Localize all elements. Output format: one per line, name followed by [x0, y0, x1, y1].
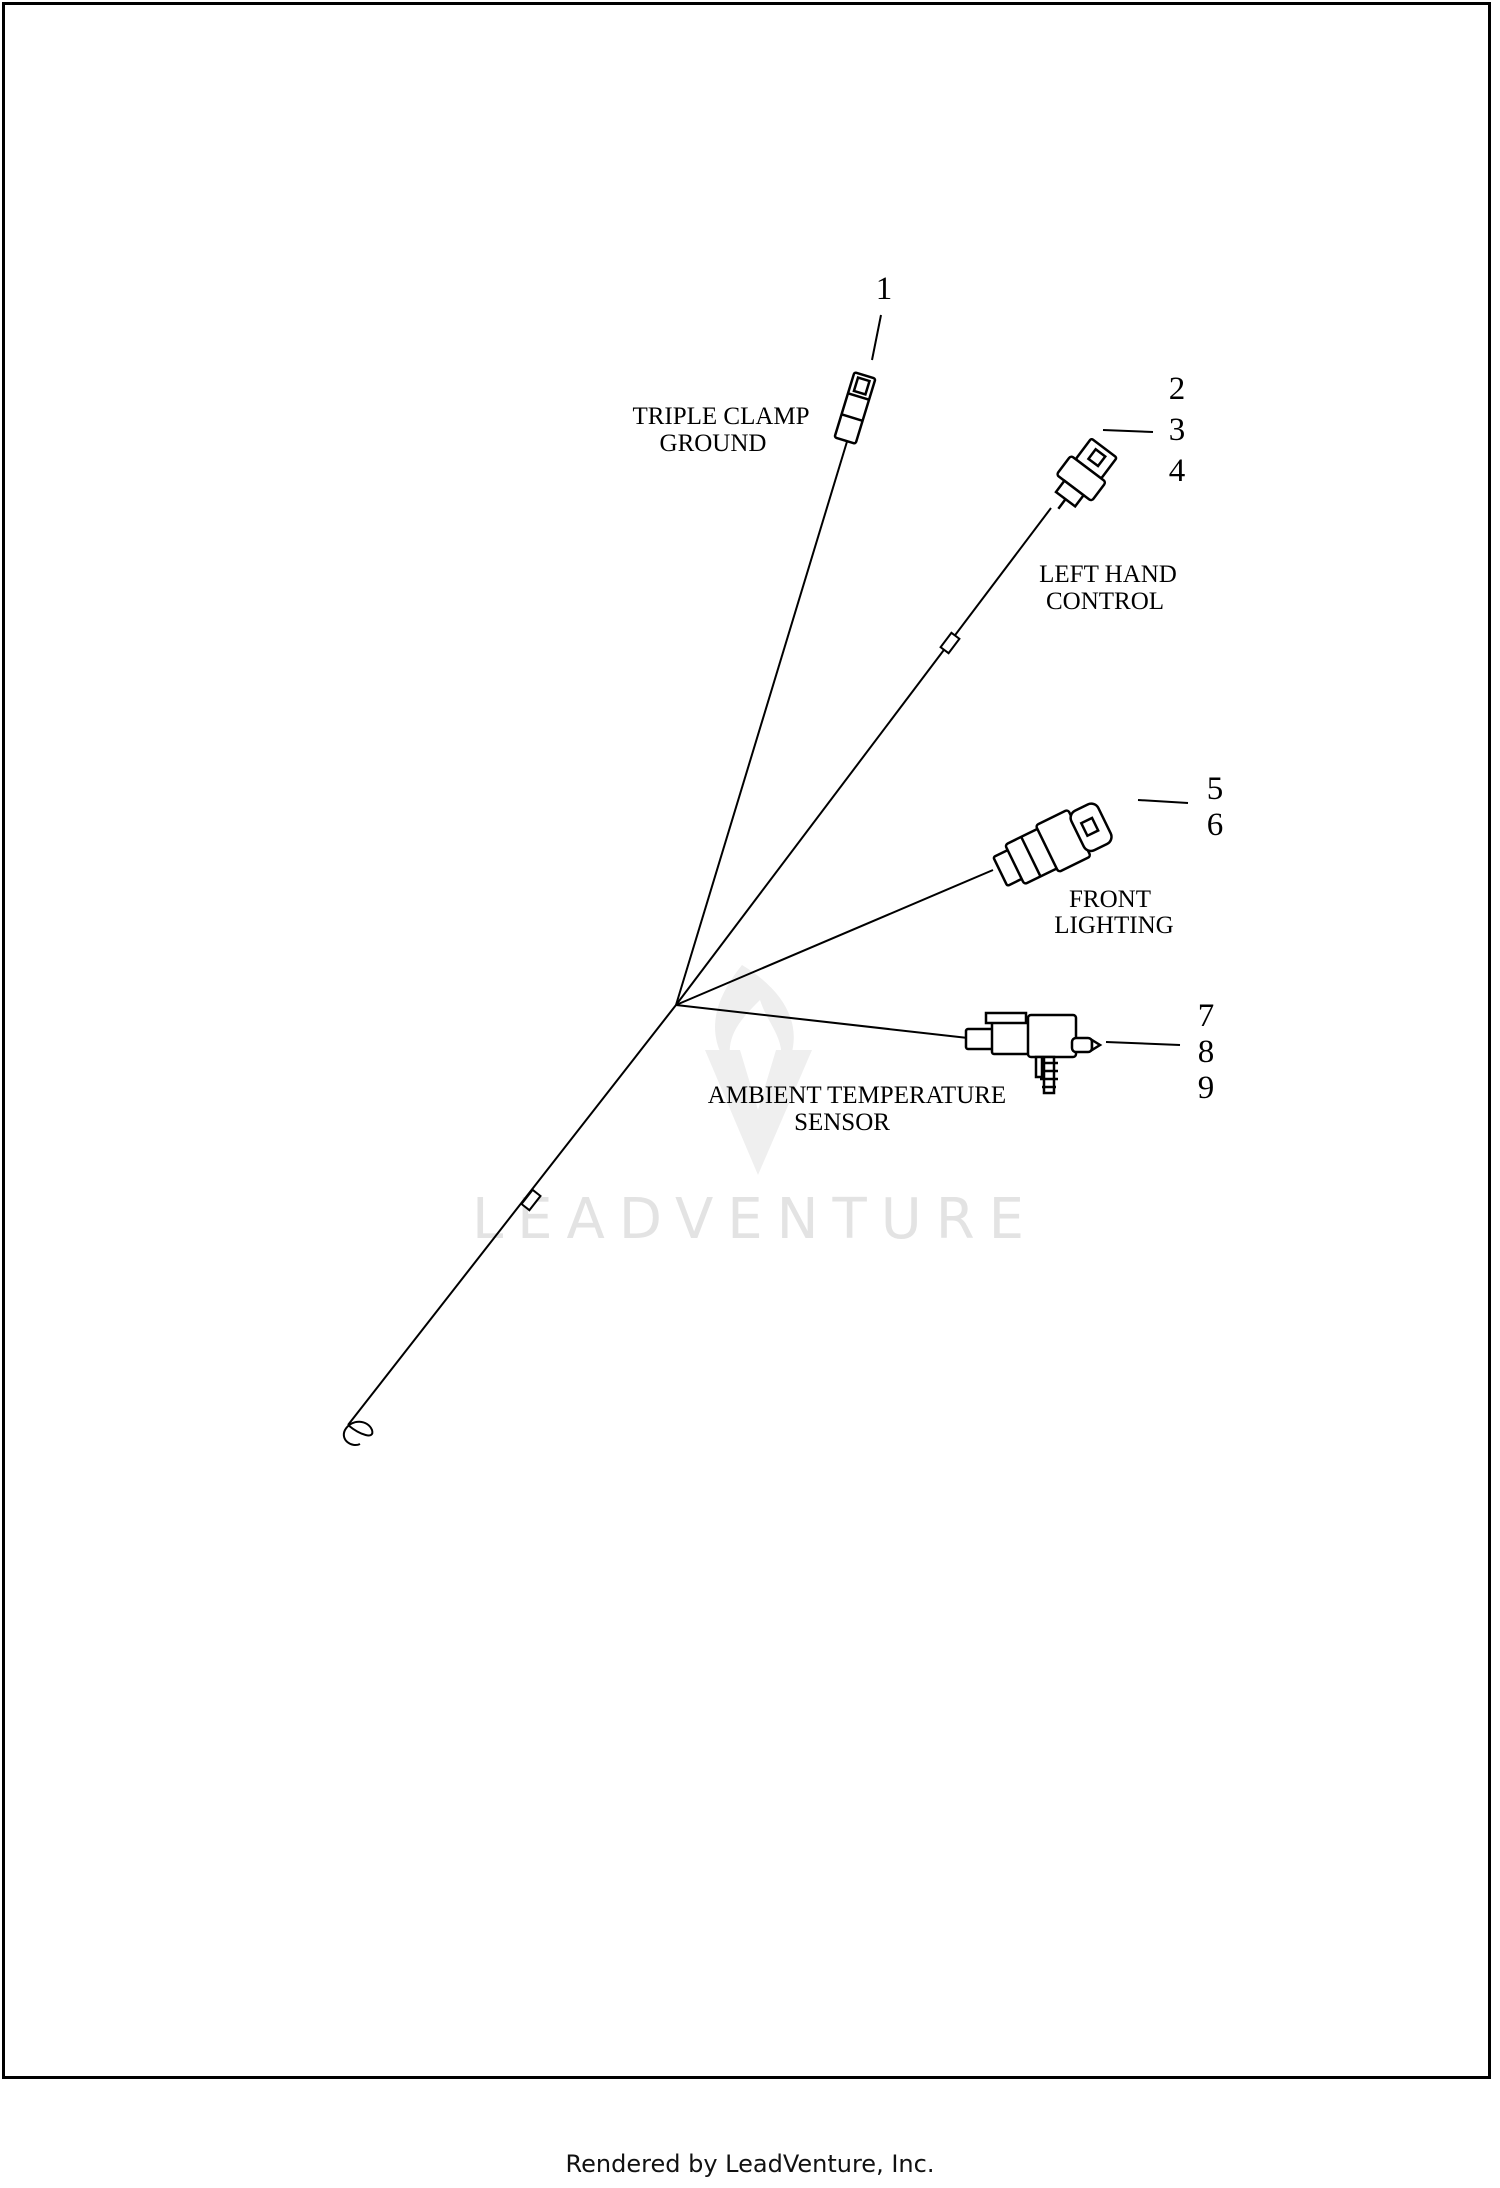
- left-hand-control-connector: [1054, 437, 1118, 510]
- callout-number: 6: [1207, 807, 1224, 843]
- leader-line-7-9: [1105, 1041, 1181, 1046]
- wire-sleeves: [520, 631, 961, 1212]
- leader-lines: [871, 314, 1189, 1046]
- ambient-temperature-sensor: [964, 1011, 1103, 1095]
- front-lighting-label: LIGHTING: [1054, 912, 1173, 939]
- leader-line-2-4: [1102, 429, 1154, 433]
- trunk-sleeve: [520, 1188, 542, 1212]
- diagram-frame: [2, 2, 1491, 2079]
- watermark: LEADVENTURE: [472, 965, 1038, 1252]
- left-hand-control-label: LEFT HAND: [1039, 561, 1177, 588]
- footer-credit: Rendered by LeadVenture, Inc.: [565, 2150, 935, 2178]
- left-hand-control-branch-wire: [675, 507, 1052, 1006]
- callout-number: 9: [1198, 1070, 1215, 1106]
- front-lighting-branch-wire: [675, 869, 994, 1006]
- ground-branch-wire: [675, 434, 850, 1006]
- callout-number: 7: [1198, 998, 1215, 1034]
- watermark-v-icon: [705, 1050, 812, 1175]
- harness-wires: [342, 434, 1052, 1446]
- callout-number: 4: [1169, 453, 1186, 489]
- callout-numbers: 1 2 3 4 5 6 7 8 9: [876, 271, 1224, 1106]
- wire-break-symbol: [342, 1420, 374, 1446]
- triple-clamp-ground-label: GROUND: [660, 430, 767, 457]
- front-lighting-label: FRONT: [1069, 886, 1151, 913]
- harness-trunk-wire: [347, 1004, 677, 1426]
- callout-number: 5: [1207, 771, 1224, 807]
- callout-number: 2: [1169, 371, 1186, 407]
- watermark-flame-icon: [715, 965, 794, 1080]
- callout-number: 1: [876, 271, 893, 307]
- triple-clamp-ground-label: TRIPLE CLAMP: [632, 403, 809, 430]
- front-lighting-connector: [992, 802, 1113, 887]
- watermark-text: LEADVENTURE: [472, 1187, 1038, 1252]
- left-hand-control-label: CONTROL: [1046, 588, 1164, 615]
- leader-line-5-6: [1137, 799, 1189, 804]
- ambient-temperature-sensor-label: AMBIENT TEMPERATURE: [708, 1082, 1006, 1109]
- leader-line-1: [871, 314, 882, 361]
- ambient-sensor-branch-wire: [675, 1004, 969, 1039]
- component-labels: TRIPLE CLAMP GROUND LEFT HAND CONTROL FR…: [632, 403, 1176, 1136]
- callout-number: 8: [1198, 1034, 1215, 1070]
- triple-clamp-ground-terminal: [833, 371, 877, 445]
- callout-number: 3: [1169, 412, 1186, 448]
- ambient-temperature-sensor-label: SENSOR: [794, 1109, 890, 1136]
- branch-sleeve: [939, 631, 961, 655]
